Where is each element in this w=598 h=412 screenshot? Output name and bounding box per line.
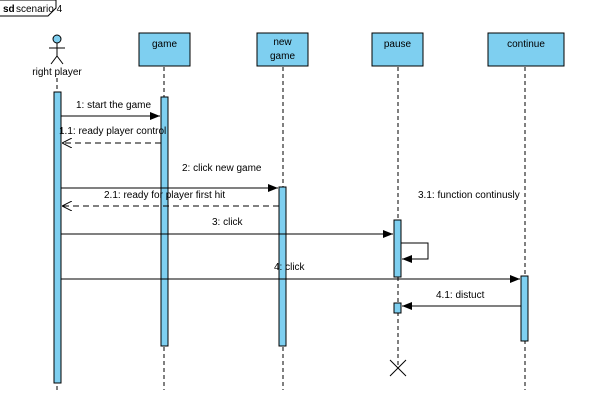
object-continue-label: continue (507, 39, 545, 50)
message-2-1: 2.1: ready for player first hit (62, 190, 279, 206)
message-4-1: 4.1: distuct (402, 290, 521, 310)
activation-right-player (53, 91, 62, 384)
message-2-label: 2: click new game (182, 163, 262, 174)
actor-left-leg (50, 55, 58, 65)
actor-right-leg (56, 55, 64, 65)
message-3-label: 3: click (212, 217, 244, 228)
object-game-label: game (152, 39, 177, 50)
message-3-1-label: 3.1: function continusly (418, 190, 520, 201)
message-4-label: 4: click (274, 262, 306, 273)
message-4-1-label: 4.1: distuct (436, 290, 485, 301)
frame-keyword: sd (3, 4, 15, 15)
actor-right-player: right player (32, 34, 82, 78)
object-new-game: new game (256, 32, 309, 67)
message-4: 4: click (61, 262, 520, 283)
object-new-game-label-line1: new (273, 37, 292, 48)
message-1: 1: start the game (61, 100, 160, 120)
message-3: 3: click (61, 217, 393, 238)
message-2: 2: click new game (61, 163, 278, 192)
message-1-1-label: 1.1: ready player control (59, 126, 166, 137)
activation-new-game (278, 186, 287, 347)
object-new-game-label-line2: game (270, 51, 295, 62)
frame-name: scenario 4 (16, 4, 63, 15)
destroy-icon (389, 359, 407, 377)
message-1-label: 1: start the game (76, 100, 151, 111)
activation-continue (520, 275, 529, 342)
message-2-1-label: 2.1: ready for player first hit (104, 190, 225, 201)
object-pause-label: pause (384, 39, 412, 50)
message-1-1: 1.1: ready player control (59, 126, 166, 143)
object-pause: pause (371, 32, 424, 67)
actor-label: right player (32, 67, 82, 78)
actor-head (52, 34, 62, 44)
activation-game (160, 96, 169, 347)
message-3-1-self: 3.1: function continusly (401, 190, 520, 263)
activation-pause-2 (393, 302, 402, 314)
activation-pause-1 (393, 219, 402, 278)
frame-label: sd scenario 4 (0, 0, 63, 17)
object-continue: continue (487, 32, 565, 67)
object-game: game (138, 32, 191, 67)
